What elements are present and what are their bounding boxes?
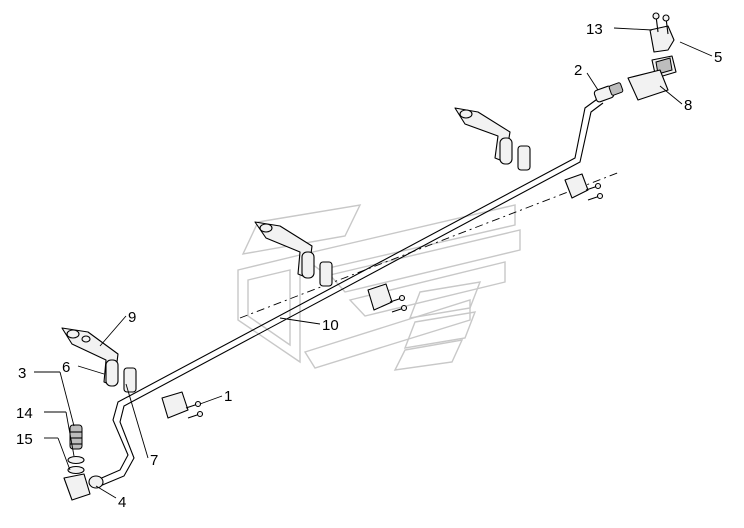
callout-6: 6 bbox=[62, 359, 70, 376]
bracket-upper bbox=[454, 107, 531, 171]
callout-3: 3 bbox=[18, 365, 26, 382]
callout-5: 5 bbox=[714, 49, 722, 66]
pipe-assembly bbox=[96, 96, 621, 487]
callout-7: 7 bbox=[150, 452, 158, 469]
bracket-middle bbox=[254, 221, 333, 287]
callout-13: 13 bbox=[586, 21, 603, 38]
callout-2: 2 bbox=[574, 62, 582, 79]
clamp-middle bbox=[367, 283, 408, 313]
callout-8: 8 bbox=[684, 97, 692, 114]
lower-fittings bbox=[63, 424, 104, 501]
upper-fitting bbox=[593, 82, 624, 103]
callout-4: 4 bbox=[118, 494, 126, 511]
callout-14: 14 bbox=[16, 405, 33, 422]
callout-labels: 1 2 3 4 5 6 7 8 9 10 13 14 15 bbox=[16, 21, 722, 511]
callout-1: 1 bbox=[224, 388, 232, 405]
watermark-logo bbox=[237, 204, 521, 371]
clamp-lower bbox=[161, 391, 204, 419]
leader-lines bbox=[34, 27, 713, 499]
upper-clamp-group bbox=[627, 12, 677, 101]
clamp-upper-middle bbox=[564, 173, 604, 201]
callout-15: 15 bbox=[16, 431, 33, 448]
callout-10: 10 bbox=[322, 317, 339, 334]
bracket-lower bbox=[61, 327, 137, 393]
callout-9: 9 bbox=[128, 309, 136, 326]
